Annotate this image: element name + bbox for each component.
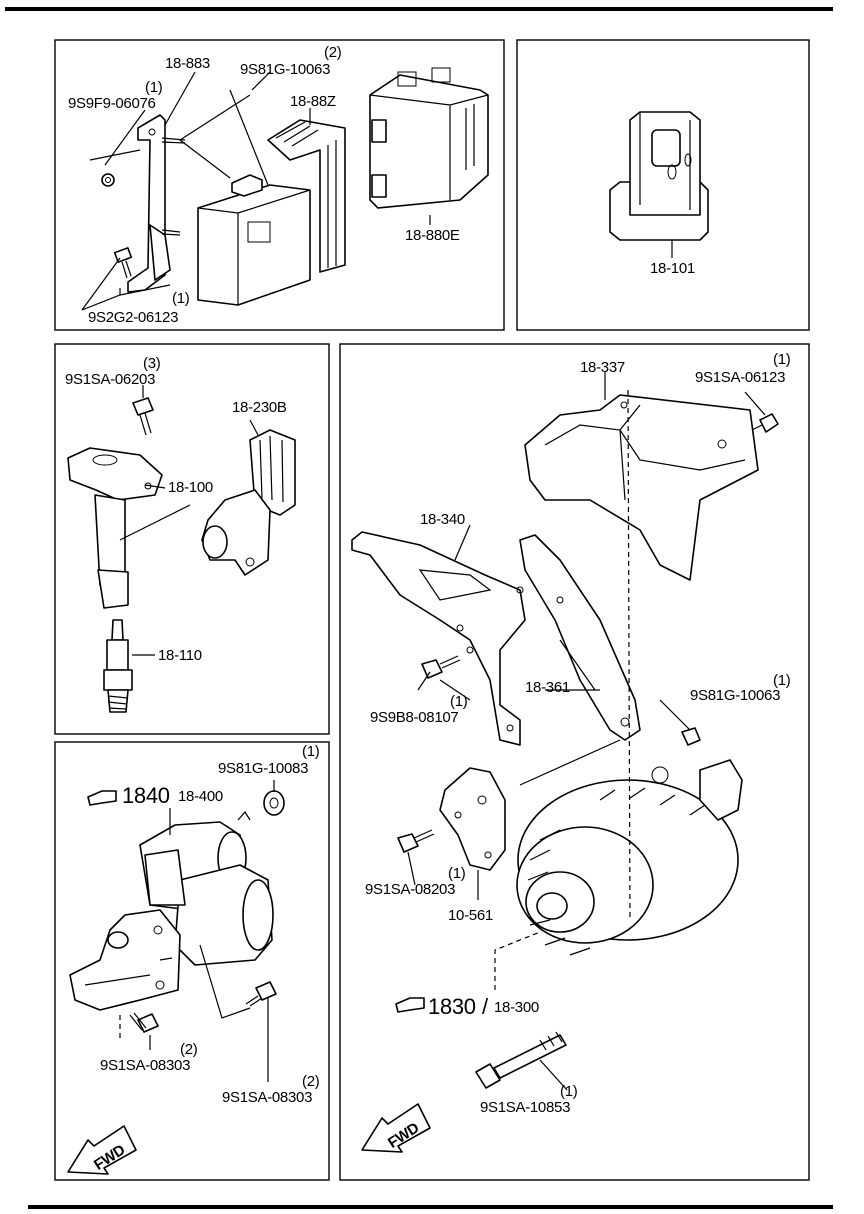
ignition-panel-frame: [54, 343, 330, 735]
plate-bolt-icon[interactable]: [397, 829, 435, 853]
alternator-icon[interactable]: [516, 759, 743, 956]
alternator-panel: FWD 18-337 (1) 9S1SA-06123 18-340 18-361…: [339, 343, 810, 1181]
shield-bolt-icon[interactable]: [751, 413, 779, 433]
label-clip-qty: (2): [324, 44, 342, 61]
bracket-18-340[interactable]: [351, 531, 526, 746]
label-9S2G2-06123: 9S2G2-06123: [88, 309, 178, 326]
ecu-panel: 18-883 (1) 9S9F9-06076 (2) 9S81G-10063 1…: [54, 39, 505, 331]
label-shield-bolt-qty: (1): [773, 351, 791, 368]
label-ref-1830[interactable]: 1830: [428, 994, 476, 1019]
ecu-box[interactable]: [197, 184, 311, 306]
starter-bolt-b-icon[interactable]: [245, 981, 277, 1007]
bracket-foot: [149, 224, 171, 281]
label-9S1SA-08303-b: 9S1SA-08303: [222, 1089, 312, 1106]
stay-18-361[interactable]: [519, 534, 641, 741]
label-18-300: 18-300: [494, 999, 539, 1016]
label-9S9F9-06076: 9S9F9-06076: [68, 95, 156, 112]
label-18-340: 18-340: [420, 511, 465, 528]
label-18-110: 18-110: [158, 647, 202, 664]
label-9S1SA-08303-a: 9S1SA-08303: [100, 1057, 190, 1074]
label-18-400: 18-400: [178, 788, 223, 805]
label-9S1SA-10853: 9S1SA-10853: [480, 1099, 570, 1116]
ecu-module[interactable]: [369, 74, 489, 209]
label-bolt-qty: (1): [172, 290, 190, 307]
fwd-arrow-icon-left: FWD: [67, 1125, 137, 1175]
label-bracket-bolt-qty: (1): [450, 693, 468, 710]
label-18-88Z: 18-88Z: [290, 93, 336, 110]
bracket-bolt-icon[interactable]: [421, 655, 461, 679]
ignition-panel: (3) 9S1SA-06203 18-230B 18-100 18-110: [54, 343, 330, 735]
bolt-icon[interactable]: [113, 247, 133, 279]
ecu-panel-frame: [54, 39, 505, 331]
nut-icon[interactable]: [101, 173, 115, 187]
starter-nut-icon[interactable]: [263, 790, 285, 816]
label-18-361: 18-361: [525, 679, 570, 696]
label-18-880E: 18-880E: [405, 227, 460, 244]
label-18-230B: 18-230B: [232, 399, 287, 416]
spark-plug-icon[interactable]: [103, 619, 133, 713]
label-9S1SA-06203: 9S1SA-06203: [65, 371, 155, 388]
alternator-clip-icon[interactable]: [681, 727, 701, 746]
pointing-hand-icon-starter: [87, 790, 117, 806]
label-10-561: 10-561: [448, 907, 493, 924]
alternator-panel-frame: [339, 343, 810, 1181]
label-18-100: 18-100: [168, 479, 213, 496]
label-9S1SA-06123: 9S1SA-06123: [695, 369, 785, 386]
label-9S1SA-08203: 9S1SA-08203: [365, 881, 455, 898]
label-long-bolt-qty: (1): [560, 1083, 578, 1100]
starter-bolt-a-icon[interactable]: [129, 1012, 159, 1033]
label-starter-nut-qty: (1): [302, 743, 320, 760]
top-rule: [5, 7, 833, 11]
pointing-hand-icon: [395, 997, 425, 1013]
label-9S81G-10083: 9S81G-10083: [218, 760, 308, 777]
label-coil-bolt-qty: (3): [143, 355, 161, 372]
label-18-883: 18-883: [165, 55, 210, 72]
long-bolt-icon[interactable]: [475, 1031, 567, 1089]
coil-bolt-icon[interactable]: [132, 397, 154, 436]
label-ref-separator: /: [482, 994, 489, 1019]
ecu-tab: [231, 174, 263, 197]
label-nut-qty: (1): [145, 79, 163, 96]
starter-panel-frame: [54, 741, 330, 1181]
label-9S81G-10063: 9S81G-10063: [240, 61, 330, 78]
ecu-cover[interactable]: [267, 119, 346, 273]
fwd-arrow-icon: FWD: [361, 1103, 431, 1153]
label-ref-1840[interactable]: 1840: [122, 783, 170, 808]
label-18-337: 18-337: [580, 359, 625, 376]
connector-panel: 18-101: [516, 39, 810, 331]
plate-10-561[interactable]: [439, 767, 506, 871]
label-bolt-a-qty: (2): [180, 1041, 198, 1058]
label-bolt-b-qty: (2): [302, 1073, 320, 1090]
bottom-rule: [28, 1205, 833, 1209]
connector-panel-frame: [516, 39, 810, 331]
starter-panel: FWD (1) 9S81G-10083 1840 18-400 (2) 9S1S…: [54, 741, 330, 1181]
heat-shield[interactable]: [524, 394, 759, 581]
label-9S9B8-08107: 9S9B8-08107: [370, 709, 458, 726]
label-18-101: 18-101: [650, 260, 695, 277]
label-plate-bolt-qty: (1): [448, 865, 466, 882]
ignition-coil-boot: [97, 569, 129, 609]
label-clip-qty: (1): [773, 672, 791, 689]
starter-motor-icon[interactable]: [69, 810, 274, 1011]
label-9S81G-10063-b: 9S81G-10063: [690, 687, 780, 704]
ignition-coil-head[interactable]: [67, 447, 163, 501]
